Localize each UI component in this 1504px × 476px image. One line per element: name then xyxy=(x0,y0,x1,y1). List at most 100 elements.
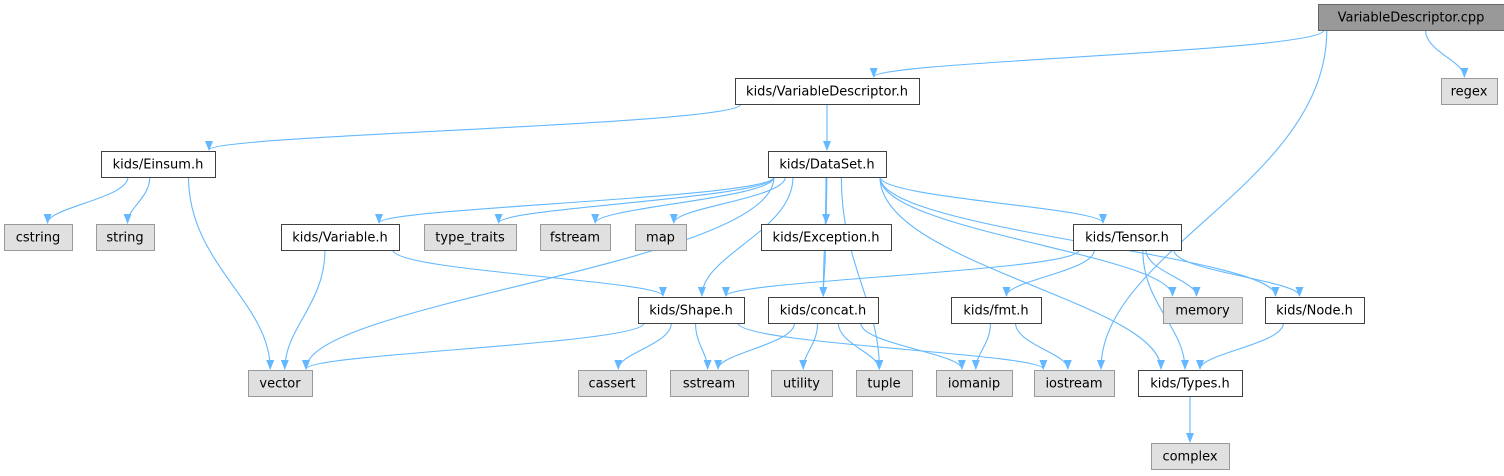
node-box xyxy=(248,370,313,397)
node-label: kids/VariableDescriptor.h xyxy=(746,85,908,100)
node-label: string xyxy=(106,231,143,246)
node-box xyxy=(638,297,745,324)
node-label: sstream xyxy=(683,377,735,392)
node-label: complex xyxy=(1162,450,1217,465)
node-sstream: sstream xyxy=(670,370,749,397)
edge-kids-variable-h-to-vector xyxy=(280,249,326,370)
node-iomanip: iomanip xyxy=(936,370,1013,397)
edge-kids-dataset-h-to-fstream xyxy=(591,176,775,224)
edge-variabledescriptor-cpp-to-regex xyxy=(1424,29,1469,78)
edge-kids-node-h-to-kids-types-h xyxy=(1196,322,1284,370)
node-kids-fmt-h[interactable]: kids/fmt.h xyxy=(951,297,1042,324)
edge-variabledescriptor-cpp-to-iostream xyxy=(1097,29,1328,370)
node-label: kids/Types.h xyxy=(1150,377,1230,392)
node-kids-node-h[interactable]: kids/Node.h xyxy=(1265,297,1365,324)
edge-kids-dataset-h-to-memory xyxy=(879,176,1177,297)
edge-kids-dataset-h-to-kids-tensor-h xyxy=(879,176,1107,224)
edge-kids-dataset-h-to-kids-exception-h xyxy=(822,176,831,224)
edge-kids-fmt-h-to-iomanip xyxy=(971,322,992,370)
node-box xyxy=(768,151,887,178)
node-label: kids/Exception.h xyxy=(773,231,880,246)
node-utility: utility xyxy=(771,370,833,397)
node-box xyxy=(768,297,879,324)
node-box xyxy=(856,370,913,397)
edge-kids-tensor-h-to-memory xyxy=(1145,249,1201,297)
node-box xyxy=(1163,297,1243,324)
node-complex: complex xyxy=(1151,443,1230,470)
edge-kids-shape-h-to-cassert xyxy=(614,322,672,370)
node-box xyxy=(1138,370,1243,397)
node-box xyxy=(1151,443,1230,470)
node-memory: memory xyxy=(1163,297,1243,324)
node-label: kids/Variable.h xyxy=(292,231,388,246)
node-iostream: iostream xyxy=(1034,370,1115,397)
node-label: kids/Shape.h xyxy=(649,304,733,319)
node-label: utility xyxy=(783,377,820,392)
edge-kids-fmt-h-to-iostream xyxy=(1014,322,1072,370)
node-label: VariableDescriptor.cpp xyxy=(1338,11,1485,26)
node-label: cassert xyxy=(588,377,635,392)
edge-kids-einsum-h-to-vector xyxy=(187,176,275,370)
node-label: vector xyxy=(259,377,301,392)
node-box xyxy=(635,224,687,251)
node-fstream: fstream xyxy=(540,224,611,251)
node-box xyxy=(761,224,892,251)
node-box xyxy=(771,370,833,397)
node-label: kids/fmt.h xyxy=(963,304,1028,319)
node-kids-variable-h[interactable]: kids/Variable.h xyxy=(281,224,400,251)
node-kids-variabledescriptor-h[interactable]: kids/VariableDescriptor.h xyxy=(735,78,920,105)
edge-kids-concat-h-to-sstream xyxy=(714,322,796,370)
node-kids-tensor-h[interactable]: kids/Tensor.h xyxy=(1073,224,1182,251)
node-tuple: tuple xyxy=(856,370,913,397)
node-label: memory xyxy=(1175,304,1230,319)
node-label: kids/Tensor.h xyxy=(1085,231,1169,246)
edge-kids-tensor-h-to-kids-shape-h xyxy=(722,249,1080,297)
node-box xyxy=(1265,297,1365,324)
node-regex: regex xyxy=(1441,78,1498,105)
node-kids-exception-h[interactable]: kids/Exception.h xyxy=(761,224,892,251)
node-box xyxy=(101,151,216,178)
node-label: kids/DataSet.h xyxy=(779,158,874,173)
edge-kids-dataset-h-to-vector xyxy=(302,176,775,370)
node-box xyxy=(540,224,611,251)
node-kids-einsum-h[interactable]: kids/Einsum.h xyxy=(101,151,216,178)
node-label: type_traits xyxy=(435,231,505,246)
edge-kids-concat-h-to-iomanip xyxy=(860,322,966,370)
node-variabledescriptor-cpp[interactable]: VariableDescriptor.cpp xyxy=(1318,4,1504,31)
node-kids-concat-h[interactable]: kids/concat.h xyxy=(768,297,879,324)
node-label: kids/Einsum.h xyxy=(113,158,204,173)
edge-kids-einsum-h-to-string xyxy=(123,176,151,224)
node-box xyxy=(951,297,1042,324)
edge-kids-dataset-h-to-kids-shape-h xyxy=(697,176,794,297)
edge-variabledescriptor-cpp-to-kids-variabledescriptor-h xyxy=(869,29,1325,78)
node-label: regex xyxy=(1451,85,1488,100)
node-box xyxy=(670,370,749,397)
edge-kids-dataset-h-to-tuple xyxy=(840,176,884,370)
node-label: fstream xyxy=(550,231,600,246)
node-map: map xyxy=(635,224,687,251)
node-box xyxy=(735,78,920,105)
edge-kids-exception-h-to-kids-concat-h xyxy=(819,249,828,297)
node-label: kids/concat.h xyxy=(780,304,866,319)
node-box xyxy=(1034,370,1115,397)
edge-kids-shape-h-to-sstream xyxy=(694,322,712,370)
edge-kids-concat-h-to-utility xyxy=(799,322,819,370)
node-box xyxy=(1318,4,1504,31)
node-box xyxy=(96,224,155,251)
node-box xyxy=(1073,224,1182,251)
node-vector: vector xyxy=(248,370,313,397)
node-box xyxy=(424,224,517,251)
node-string: string xyxy=(96,224,155,251)
node-kids-dataset-h[interactable]: kids/DataSet.h xyxy=(768,151,887,178)
node-label: kids/Node.h xyxy=(1276,304,1353,319)
node-kids-shape-h[interactable]: kids/Shape.h xyxy=(638,297,745,324)
node-cassert: cassert xyxy=(578,370,647,397)
node-label: map xyxy=(646,231,675,246)
edge-kids-variabledescriptor-h-to-kids-einsum-h xyxy=(205,103,742,151)
edge-kids-concat-h-to-tuple xyxy=(837,322,884,370)
node-type-traits: type_traits xyxy=(424,224,517,251)
node-label: cstring xyxy=(16,231,60,246)
node-kids-types-h[interactable]: kids/Types.h xyxy=(1138,370,1243,397)
node-box xyxy=(936,370,1013,397)
